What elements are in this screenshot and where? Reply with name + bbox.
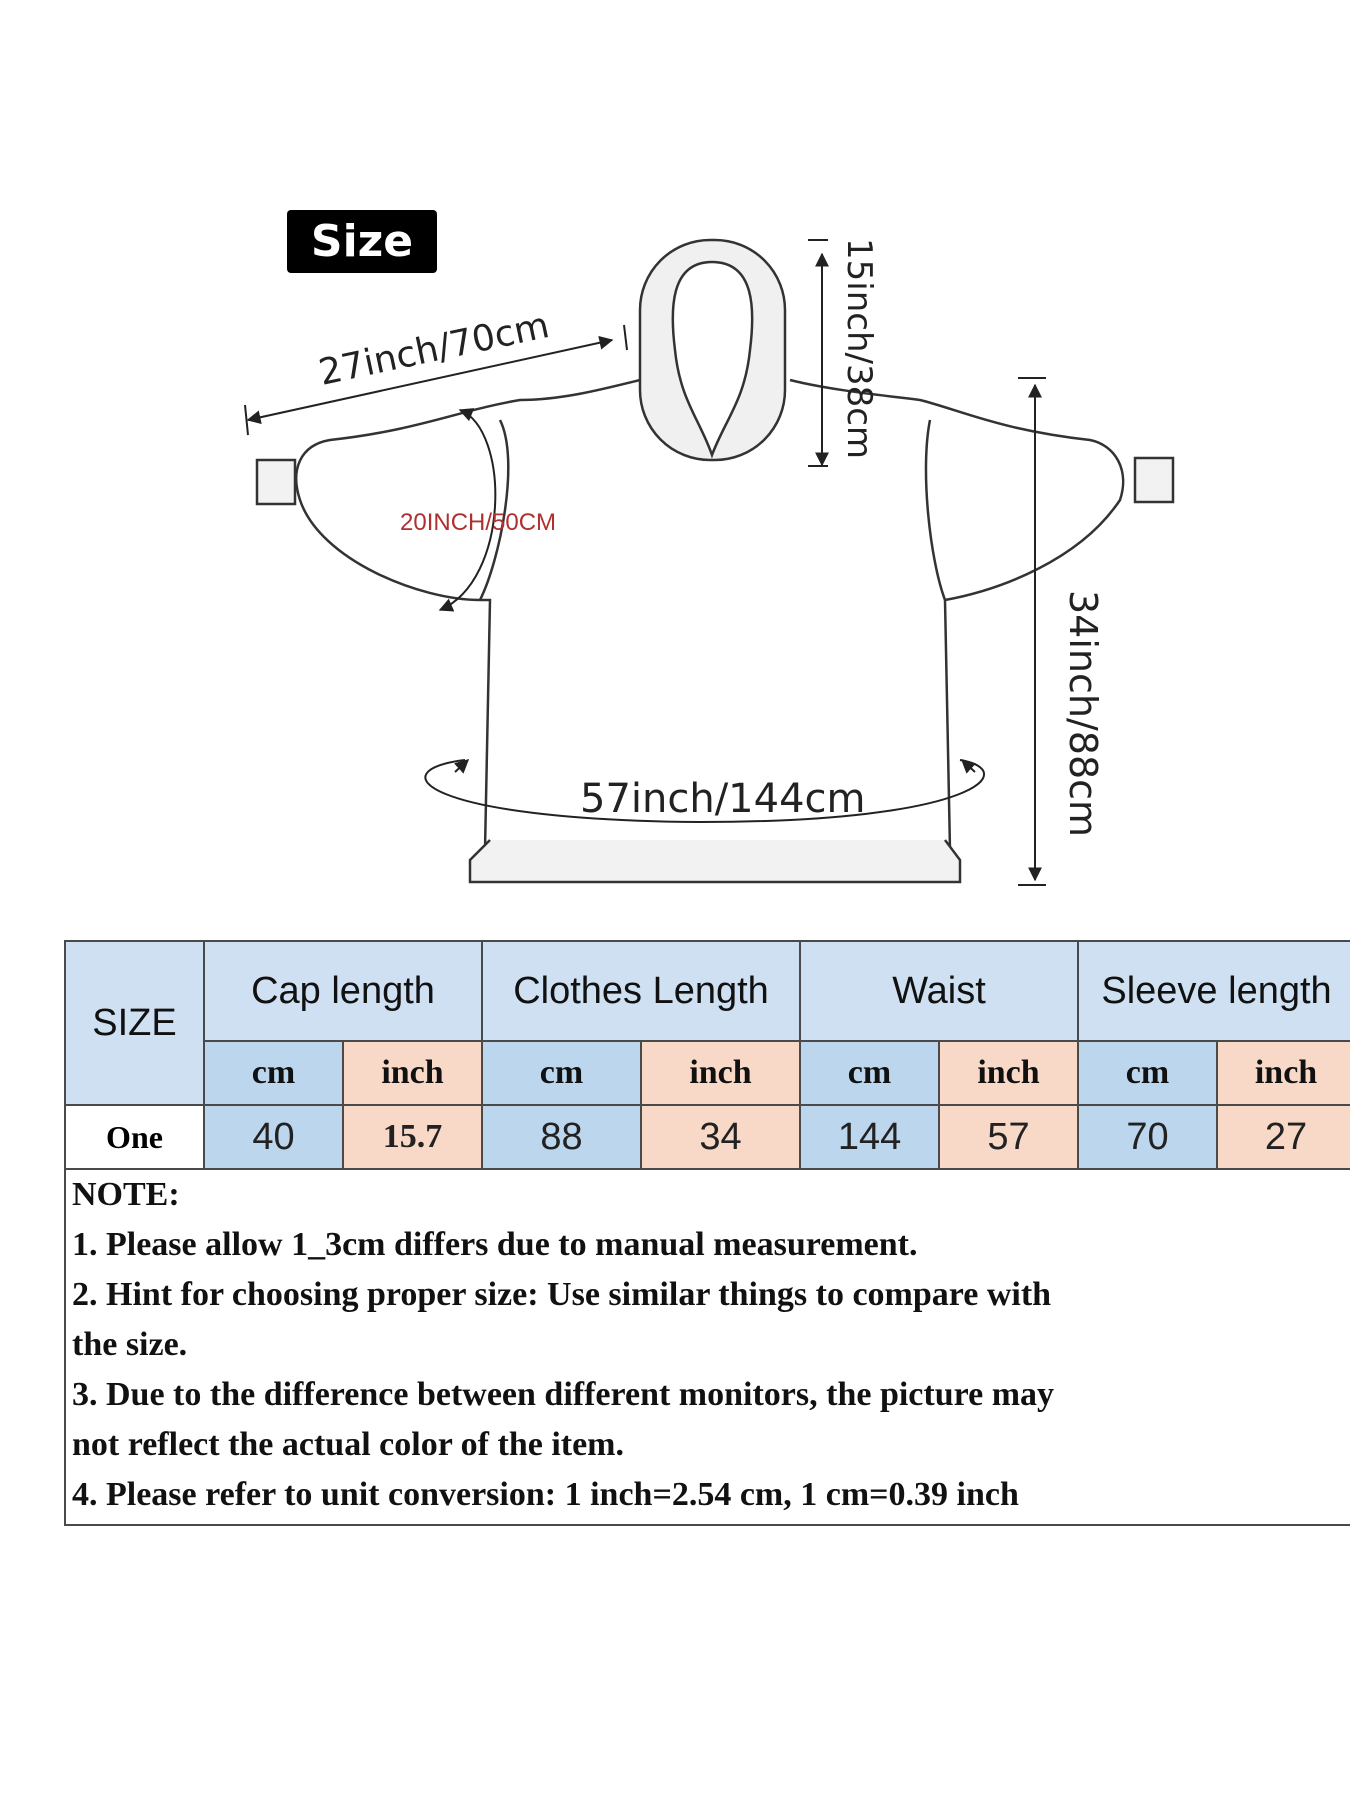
sleeve-circumference-label: 20INCH/50CM: [400, 509, 556, 536]
hoodie-outline: [255, 238, 1175, 884]
hoodie-diagram: 27inch/70cm 15inch/38cm 20INCH/50CM 34in…: [244, 238, 1175, 886]
unit-cm: cm: [481, 1040, 642, 1106]
note-line: not reflect the actual color of the item…: [72, 1426, 625, 1463]
unit-inch: inch: [938, 1040, 1080, 1106]
sleeve-span-arrow: [246, 335, 614, 425]
note-line: 4. Please refer to unit conversion: 1 in…: [72, 1476, 1019, 1513]
waist-arrow: [424, 759, 985, 824]
cap-length-cm: 40: [203, 1104, 344, 1170]
hood-length-label: 15inch/38cm: [839, 238, 879, 459]
unit-cm: cm: [799, 1040, 941, 1106]
unit-cm: cm: [203, 1040, 344, 1106]
notes-section: NOTE: 1. Please allow 1_3cm differs due …: [64, 1170, 1350, 1526]
cap-length-inch: 15.7: [342, 1104, 483, 1170]
group-sleeve-length: Sleeve length: [1077, 940, 1350, 1042]
waist-label: 57inch/144cm: [580, 776, 866, 822]
note-line: 3. Due to the difference between differe…: [72, 1376, 1055, 1413]
unit-cm: cm: [1077, 1040, 1219, 1106]
clothes-length-inch: 34: [639, 1104, 802, 1170]
sleeve-span-label: 27inch/70cm: [315, 305, 552, 394]
waist-cm: 144: [799, 1104, 941, 1170]
group-clothes-length: Clothes Length: [480, 940, 802, 1042]
unit-inch: inch: [639, 1040, 802, 1106]
group-waist: Waist: [799, 940, 1080, 1042]
sleeve-length-inch: 27: [1216, 1104, 1350, 1170]
note-line: the size.: [72, 1326, 188, 1363]
total-length-label: 34inch/88cm: [1061, 590, 1105, 837]
note-line: 2. Hint for choosing proper size: Use si…: [72, 1276, 1052, 1313]
size-badge: Size: [287, 210, 437, 273]
size-table: SIZE Cap length Clothes Length Waist Sle…: [64, 940, 1350, 1170]
group-cap-length: Cap length: [203, 940, 483, 1042]
clothes-length-cm: 88: [481, 1104, 642, 1170]
sleeve-length-cm: 70: [1077, 1104, 1219, 1170]
note-line: 1. Please allow 1_3cm differs due to man…: [72, 1226, 918, 1263]
waist-inch: 57: [938, 1104, 1080, 1170]
sleeve-circumference-arrow: [438, 408, 497, 612]
notes-title: NOTE:: [72, 1176, 180, 1213]
unit-inch: inch: [1216, 1040, 1350, 1106]
row-label: One: [64, 1104, 205, 1170]
unit-inch: inch: [342, 1040, 483, 1106]
size-header: SIZE: [64, 940, 205, 1106]
